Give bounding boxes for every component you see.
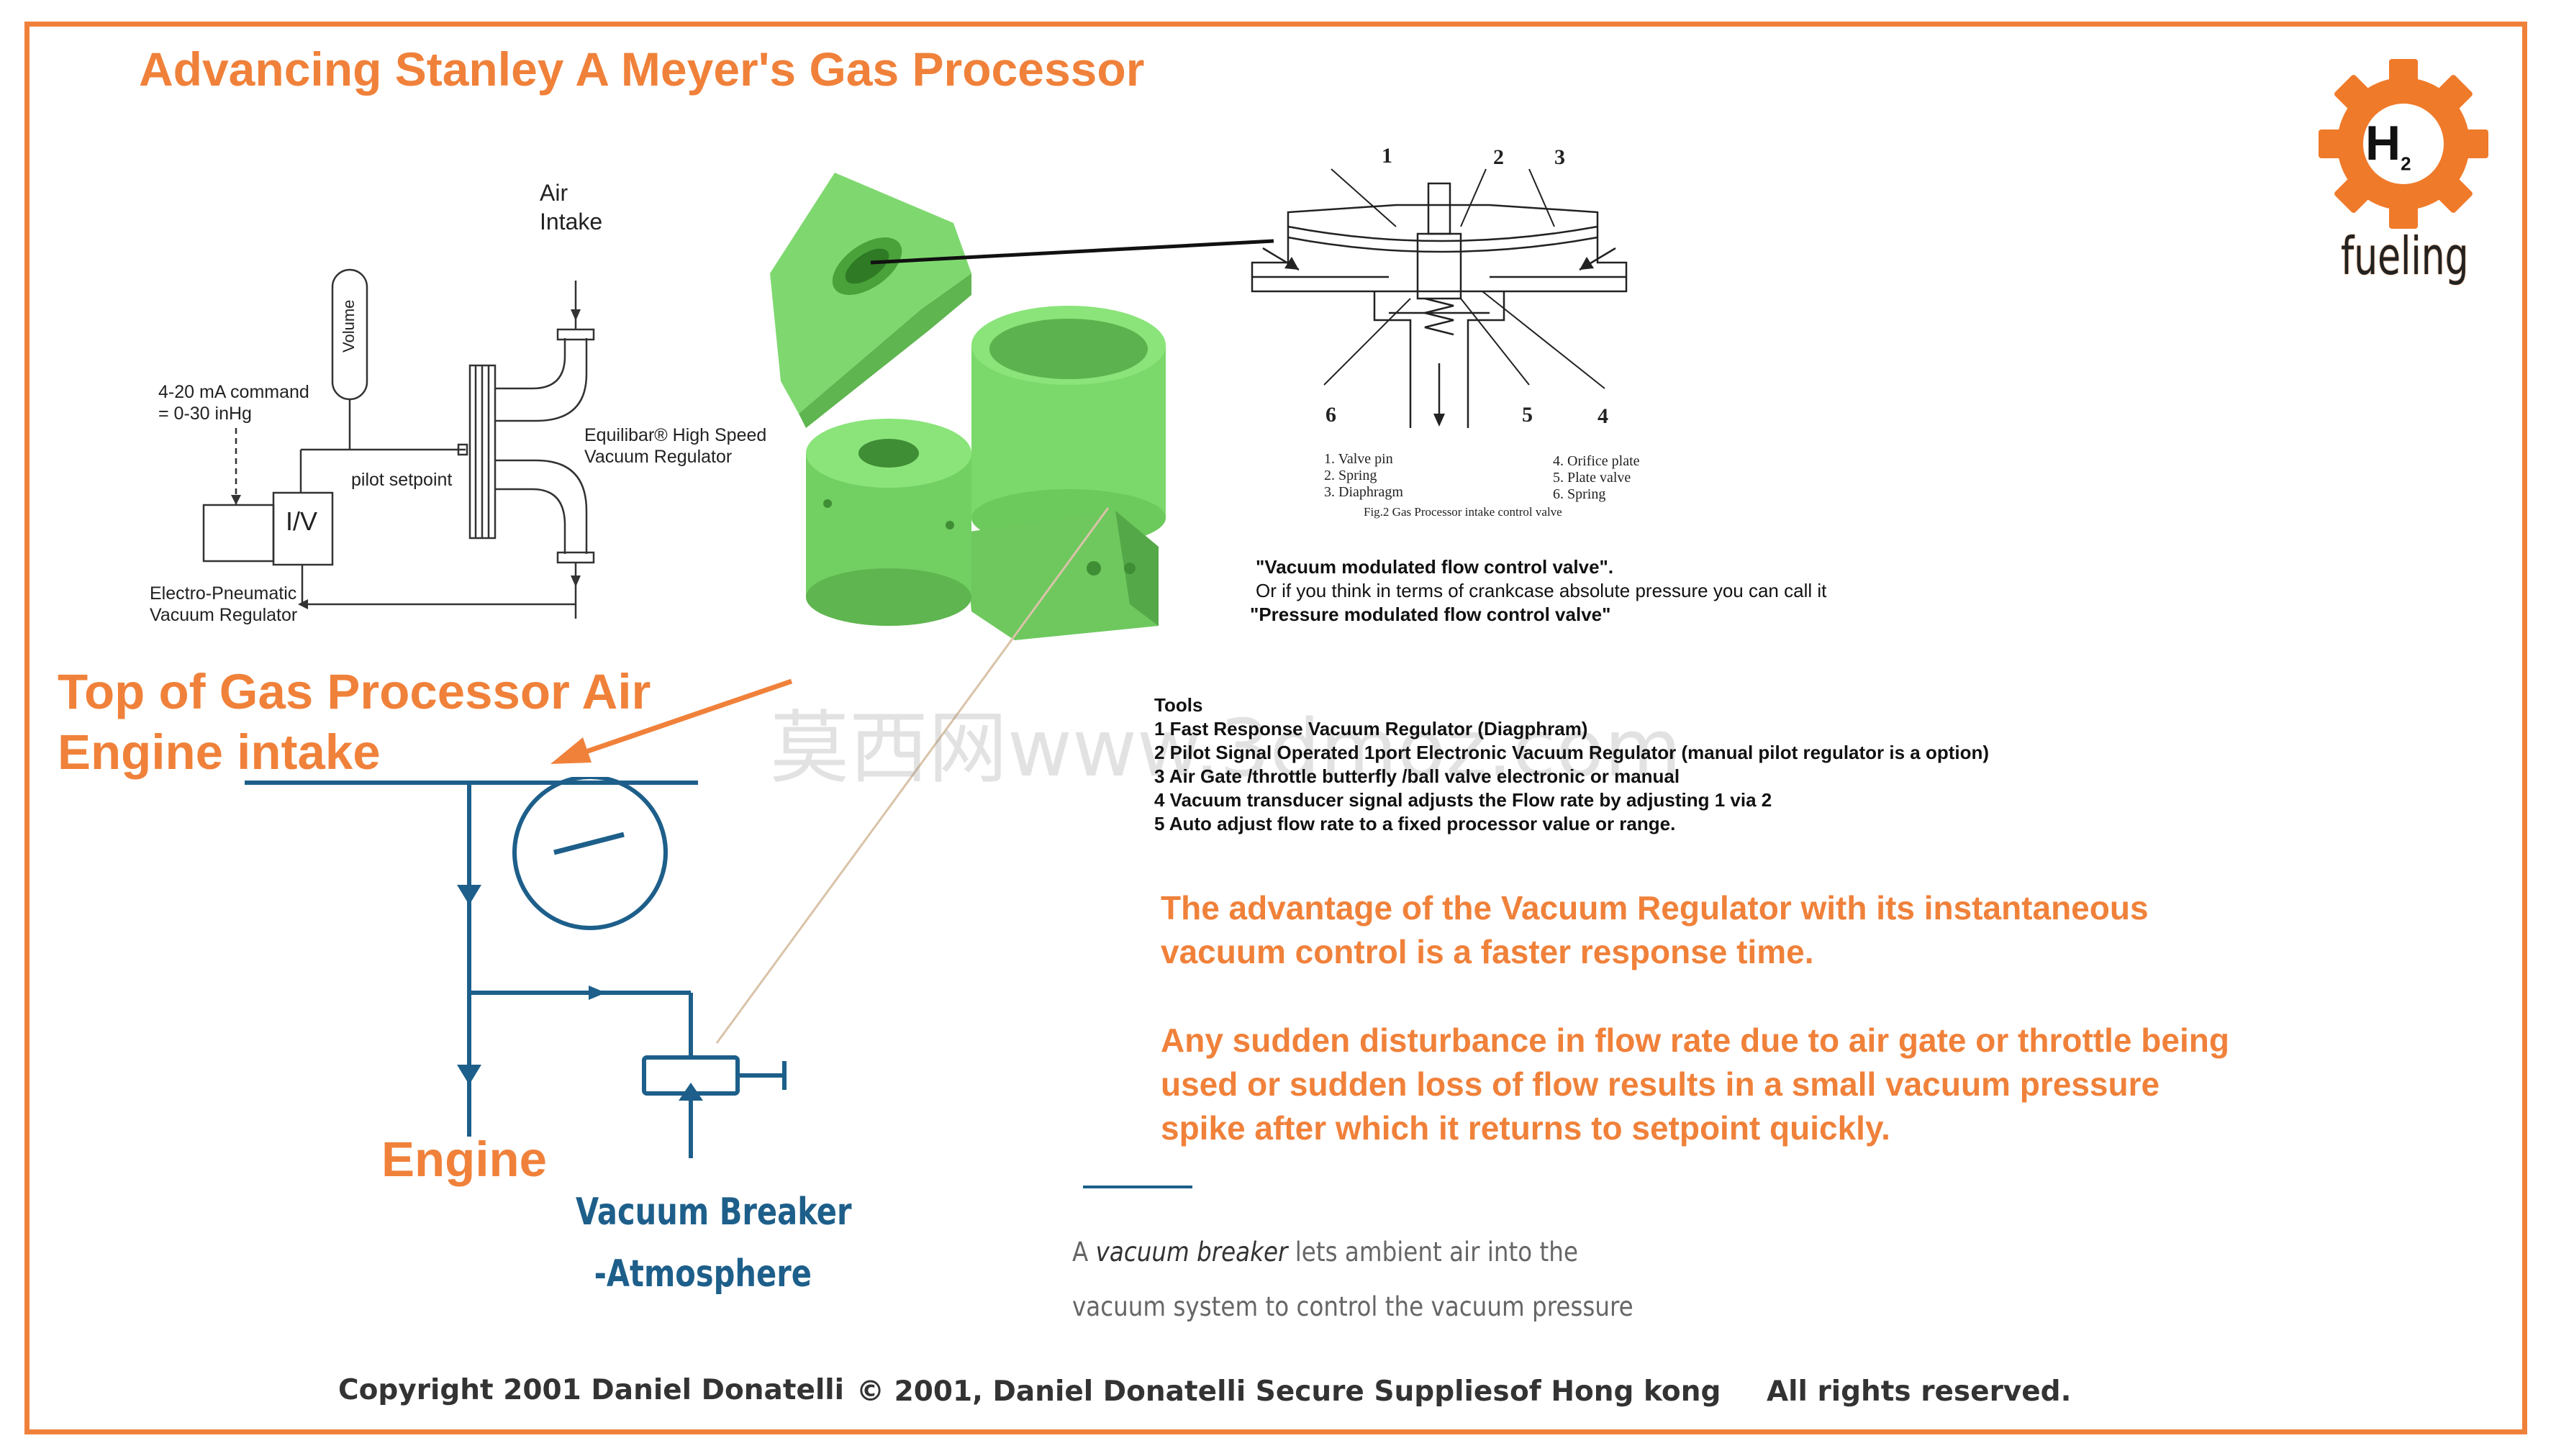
h2-fueling-logo: H2 fueling [2306,59,2501,296]
legend-diaphragm: 3. Diaphragm [1324,484,1403,500]
top-of-processor-label: Top of Gas Processor Air Engine intake [58,662,651,783]
regulator-name-line2: Vacuum Regulator [584,447,733,467]
ep-regulator-line2: Vacuum Regulator [150,605,298,625]
tools-item-4: 4 Vacuum transducer signal adjusts the F… [1154,789,1772,811]
callout-1: 1 [1382,144,1392,168]
valve-drawing [1251,168,1628,428]
logo-subscript: 2 [2401,153,2411,175]
legend-spring: 2. Spring [1324,468,1377,483]
breaker-caption: A vacuum breaker lets ambient air into t… [1072,1225,1633,1334]
callout-2: 2 [1493,145,1504,169]
printed-parts-image [770,173,1166,640]
watermark: 莫西网www.3dmoz.com [770,702,1682,794]
command-line1: 4-20 mA command [158,382,309,402]
command-line2: = 0-30 inHg [158,404,252,424]
tools-item-1: 1 Fast Response Vacuum Regulator (Diagph… [1154,718,1588,740]
page-border [24,22,2527,1434]
tools-item-3: 3 Air Gate /throttle butterfly /ball val… [1154,765,1680,787]
page-title: Advancing Stanley A Meyer's Gas Processo… [139,42,1145,96]
tools-heading: Tools [1154,694,1203,716]
orange-pointer-arrow [550,678,793,764]
quote-line1: "Vacuum modulated flow control valve". [1256,556,1614,578]
legend-plate-valve: 5. Plate valve [1553,470,1631,486]
quote-line2: Or if you think in terms of crankcase ab… [1256,580,1827,601]
tools-item-2: 2 Pilot Signal Operated 1port Electronic… [1154,742,1990,763]
cylinder-part [964,306,1166,640]
schematic-lines [202,268,595,619]
callout-6: 6 [1325,403,1336,427]
tools-list: Tools 1 Fast Response Vacuum Regulator (… [1154,693,1989,836]
legend-spring-6: 6. Spring [1553,486,1606,502]
air-intake-label: Air Intake [540,178,602,236]
wedge-part [770,173,971,428]
quote-line3: "Pressure modulated flow control valve" [1250,604,1611,625]
advantage-p1-line1: The advantage of the Vacuum Regulator wi… [1161,889,2149,927]
footer-copyright-4: All rights reserved. [1767,1375,2072,1408]
advantage-p2-line2: used or sudden loss of flow results in a… [1161,1065,2160,1103]
regulator-name-label: Equilibar® High Speed Vacuum Regulator [584,424,766,468]
top-label-line2: Engine intake [58,724,381,780]
small-cylinder-part [806,419,971,626]
ep-regulator-line1: Electro-Pneumatic [150,583,297,604]
caption-post: lets ambient air into the [1287,1237,1578,1268]
valve-legend-right: 4. Orifice plate 5. Plate valve 6. Sprin… [1553,453,1640,503]
legend-orifice-plate: 4. Orifice plate [1553,453,1640,469]
advantage-text: The advantage of the Vacuum Regulator wi… [1161,886,2229,1150]
advantage-p1-line2: vacuum control is a faster response time… [1161,933,1814,970]
callout-5: 5 [1522,403,1533,427]
pilot-setpoint-label: pilot setpoint [351,470,453,490]
engine-label: Engine [381,1132,548,1187]
logo-symbol: H [2365,116,2401,170]
vacuum-breaker-line1: Vacuum Breaker [576,1191,852,1234]
valve-quote: "Vacuum modulated flow control valve". O… [1250,555,1827,627]
footer-copyright-3: of Hong kong [1510,1375,1721,1408]
top-label-line1: Top of Gas Processor Air [58,664,651,719]
breaker-caption-line1: A vacuum breaker lets ambient air into t… [1072,1225,1633,1280]
caption-em: vacuum breaker [1095,1237,1288,1268]
vacuum-breaker-line2: -Atmosphere [594,1252,812,1296]
valve-caption: Fig.2 Gas Processor intake control valve [1364,505,1562,519]
callout-4: 4 [1598,404,1608,428]
thin-connector-line [715,507,1110,1044]
blue-divider [1083,1186,1192,1188]
caption-pre: A [1072,1237,1096,1268]
air-intake-line2: Intake [540,209,603,235]
command-label: 4-20 mA command = 0-30 inHg [158,381,309,424]
blue-piping-diagram [245,777,787,1158]
connector-line [870,239,1274,265]
intake-control-valve-figure: 1 2 3 6 5 4 1. Valve pin 2. Spring 3. Di… [1245,144,1648,522]
vacuum-regulator-schematic: Air Intake Volume 4-20 mA command = 0-30… [144,173,766,633]
gear-icon [2319,59,2488,229]
ep-regulator-label: Electro-Pneumatic Vacuum Regulator [150,583,297,626]
volume-label: Volume [340,299,358,352]
air-intake-line1: Air [540,180,568,206]
valve-legend-left: 1. Valve pin 2. Spring 3. Diaphragm [1324,451,1403,501]
vacuum-breaker-label: Vacuum Breaker -Atmosphere [576,1191,852,1296]
logo-h2: H2 [2365,115,2411,176]
advantage-p2-line3: spike after which it returns to setpoint… [1161,1109,1890,1147]
iv-label: I/V [286,506,318,536]
footer-copyright-1: Copyright 2001 Daniel Donatelli [338,1374,845,1406]
logo-word: fueling [2341,226,2469,286]
regulator-name-line1: Equilibar® High Speed [584,425,767,445]
footer-copyright-2: © 2001, Daniel Donatelli Secure Supplies [856,1375,1510,1408]
tools-item-5: 5 Auto adjust flow rate to a fixed proce… [1154,813,1676,834]
callout-3: 3 [1554,145,1565,169]
advantage-p2-line1: Any sudden disturbance in flow rate due … [1161,1022,2229,1059]
green-printed-parts [756,165,1202,655]
breaker-caption-line2: vacuum system to control the vacuum pres… [1072,1291,1633,1322]
legend-valve-pin: 1. Valve pin [1324,451,1393,467]
